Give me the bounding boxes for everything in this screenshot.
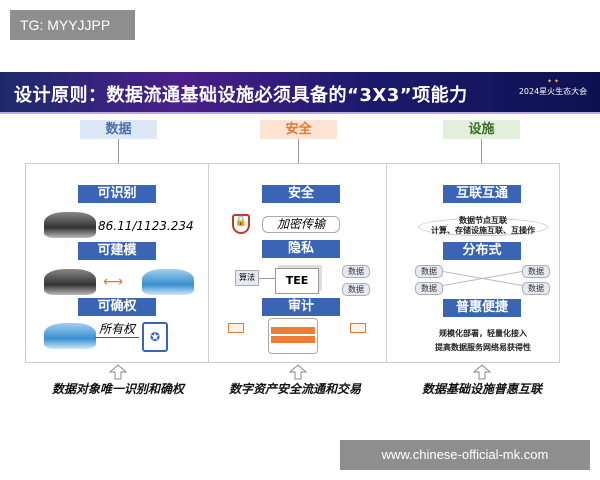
ownership-label: 所有权 bbox=[95, 320, 139, 338]
page-title: 设计原则：数据流通基础设施必须具备的“3X3”项能力 bbox=[14, 85, 468, 106]
bar-inclusive: 普惠便捷 bbox=[443, 299, 521, 317]
logo-text: 2024星火生态大会 bbox=[518, 87, 588, 96]
title-banner: 设计原则：数据流通基础设施必须具备的“3X3”项能力 ✦ ✦2024星火生态大会 bbox=[0, 72, 600, 114]
audit-step bbox=[271, 327, 315, 334]
interconnect-text-1: 数据节点互联 bbox=[459, 216, 507, 225]
audit-step bbox=[271, 336, 315, 343]
digital-twin-car-image bbox=[142, 269, 194, 295]
connector bbox=[259, 278, 275, 279]
watermark: www.chinese-official-mk.com bbox=[340, 440, 590, 470]
header-data: 数据 bbox=[80, 120, 157, 139]
bar-distributed: 分布式 bbox=[443, 242, 521, 260]
divider bbox=[208, 163, 209, 363]
benefit-text-1: 规模化部署，轻量化接入 bbox=[439, 329, 527, 338]
up-arrow-icon bbox=[473, 364, 491, 380]
bar-audit: 审计 bbox=[262, 298, 340, 316]
bar-modelable: 可建模 bbox=[78, 242, 156, 260]
event-logo: ✦ ✦2024星火生态大会 bbox=[518, 78, 588, 96]
up-arrow-icon bbox=[109, 364, 127, 380]
digital-car-image bbox=[44, 323, 96, 349]
car-image bbox=[44, 212, 96, 238]
header-infrastructure: 设施 bbox=[443, 120, 520, 139]
car-image bbox=[44, 269, 96, 295]
data-node: 数据 bbox=[415, 265, 443, 278]
certificate-icon: ✪ bbox=[142, 322, 168, 352]
bar-interconnection: 互联互通 bbox=[443, 185, 521, 203]
connector-line bbox=[118, 139, 119, 164]
bar-ownership: 可确权 bbox=[78, 298, 156, 316]
algorithm-box: 算法 bbox=[235, 270, 259, 286]
caption-data: 数据对象唯一识别和确权 bbox=[51, 382, 184, 396]
network-ring bbox=[418, 218, 548, 236]
data-store: 数据 bbox=[342, 283, 370, 296]
monitor-icon bbox=[350, 323, 366, 333]
bar-identifiable: 可识别 bbox=[78, 185, 156, 203]
header-security: 安全 bbox=[260, 120, 337, 139]
data-store: 数据 bbox=[342, 265, 370, 278]
data-node: 数据 bbox=[522, 282, 550, 295]
bar-privacy: 隐私 bbox=[262, 240, 340, 258]
channel-badge: TG: MYYJJPP bbox=[10, 10, 135, 40]
up-arrow-icon bbox=[289, 364, 307, 380]
bar-security: 安全 bbox=[262, 185, 340, 203]
caption-infrastructure: 数据基础设施普惠互联 bbox=[421, 382, 542, 396]
cross-links bbox=[440, 270, 525, 287]
encrypted-transfer-pipe: 加密传输 bbox=[262, 216, 340, 233]
data-node: 数据 bbox=[415, 282, 443, 295]
data-node: 数据 bbox=[522, 265, 550, 278]
shield-lock-icon: 🔒 bbox=[232, 214, 250, 234]
monitor-icon bbox=[228, 323, 244, 333]
connector-line bbox=[481, 139, 482, 164]
identifier-value: 86.11/1123.234 bbox=[98, 219, 194, 233]
bidirectional-arrow-icon: ⟷ bbox=[103, 274, 124, 290]
caption-security: 数字资产安全流通和交易 bbox=[228, 382, 361, 396]
benefit-text-2: 提高数据服务网络易获得性 bbox=[435, 343, 531, 352]
tee-box: TEE bbox=[275, 268, 319, 294]
interconnect-text-2: 计算、存储设施互联、互操作 bbox=[431, 226, 535, 235]
audit-diagram bbox=[268, 318, 318, 354]
divider bbox=[386, 163, 387, 363]
connector-line bbox=[298, 139, 299, 164]
